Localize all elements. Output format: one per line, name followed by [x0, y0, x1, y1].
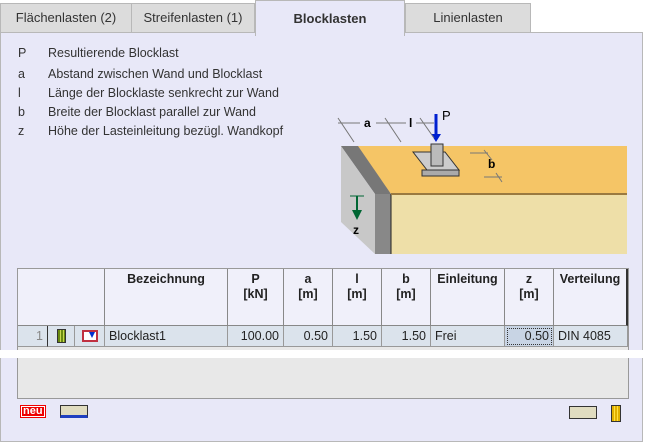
tab-linienlasten[interactable]: Linienlasten [405, 3, 531, 32]
legend-text: Abstand zwischen Wand und Blocklast [48, 67, 263, 81]
header-l: l[m] [333, 269, 382, 326]
cell-b[interactable]: 1.50 [382, 326, 431, 347]
header-a: a[m] [284, 269, 333, 326]
legend-item: l Länge der Blocklaste senkrecht zur Wand [18, 86, 279, 100]
header-b: b[m] [382, 269, 431, 326]
tab-streifenlasten[interactable]: Streifenlasten (1) [131, 3, 255, 32]
block-load-icon [81, 330, 98, 342]
header-blank [18, 269, 105, 326]
label-a: a [364, 116, 371, 130]
cell-einleitung[interactable]: Frei [431, 326, 505, 347]
legend-key: P [18, 46, 27, 60]
header-verteilung: Verteilung [554, 269, 628, 326]
legend-text: Breite der Blocklast parallel zur Wand [48, 105, 256, 119]
z-arrow-icon [350, 195, 364, 220]
header-p: P[kN] [228, 269, 284, 326]
blocklasten-table: Bezeichnung P[kN] a[m] l[m] b[m] Einleit… [17, 268, 629, 399]
blocklast-diagram: P a l b z [337, 108, 627, 254]
cell-verteilung[interactable]: DIN 4085 [554, 326, 628, 347]
delete-all-button[interactable] [569, 405, 625, 423]
legend-text: Höhe der Lasteinleitung bezügl. Wandkopf [48, 124, 284, 138]
new-row-button[interactable]: neu [20, 405, 88, 423]
edit-load-button[interactable] [75, 326, 105, 347]
label-l: l [409, 116, 412, 130]
tab-blocklasten[interactable]: Blocklasten [255, 0, 405, 36]
header-bezeichnung: Bezeichnung [105, 269, 228, 326]
legend-key: l [18, 86, 21, 100]
row-number: 1 [18, 326, 48, 347]
tab-flaechenlasten[interactable]: Flächenlasten (2) [0, 3, 132, 32]
trash-icon [56, 329, 66, 343]
cell-z[interactable]: 0.50 [505, 326, 554, 347]
delete-row-button[interactable] [48, 326, 75, 347]
cell-bezeichnung[interactable]: Blocklast1 [105, 326, 228, 347]
legend-key: z [18, 124, 25, 138]
legend-text: Länge der Blocklaste senkrecht zur Wand [48, 86, 279, 100]
legend-key: a [18, 67, 25, 81]
table-icon [60, 405, 88, 418]
label-P: P [442, 108, 451, 123]
cell-p[interactable]: 100.00 [228, 326, 284, 347]
header-z: z[m] [505, 269, 554, 326]
legend-key: b [18, 105, 25, 119]
legend-item: z Höhe der Lasteinleitung bezügl. Wandkop… [18, 124, 283, 138]
label-b: b [488, 157, 495, 171]
separator-band [0, 350, 645, 358]
cell-a[interactable]: 0.50 [284, 326, 333, 347]
legend-item: b Breite der Blocklast parallel zur Wand [18, 105, 256, 119]
legend-item: P Resultierende Blocklast [18, 46, 179, 60]
label-z: z [353, 223, 359, 237]
table-icon [569, 406, 597, 419]
legend-item: a Abstand zwischen Wand und Blocklast [18, 67, 262, 81]
new-label: neu [20, 405, 46, 418]
legend-text: Resultierende Blocklast [48, 46, 179, 60]
cell-l[interactable]: 1.50 [333, 326, 382, 347]
p-arrow-icon [431, 114, 441, 142]
trash-icon [611, 405, 621, 422]
header-einleitung: Einleitung [431, 269, 505, 326]
